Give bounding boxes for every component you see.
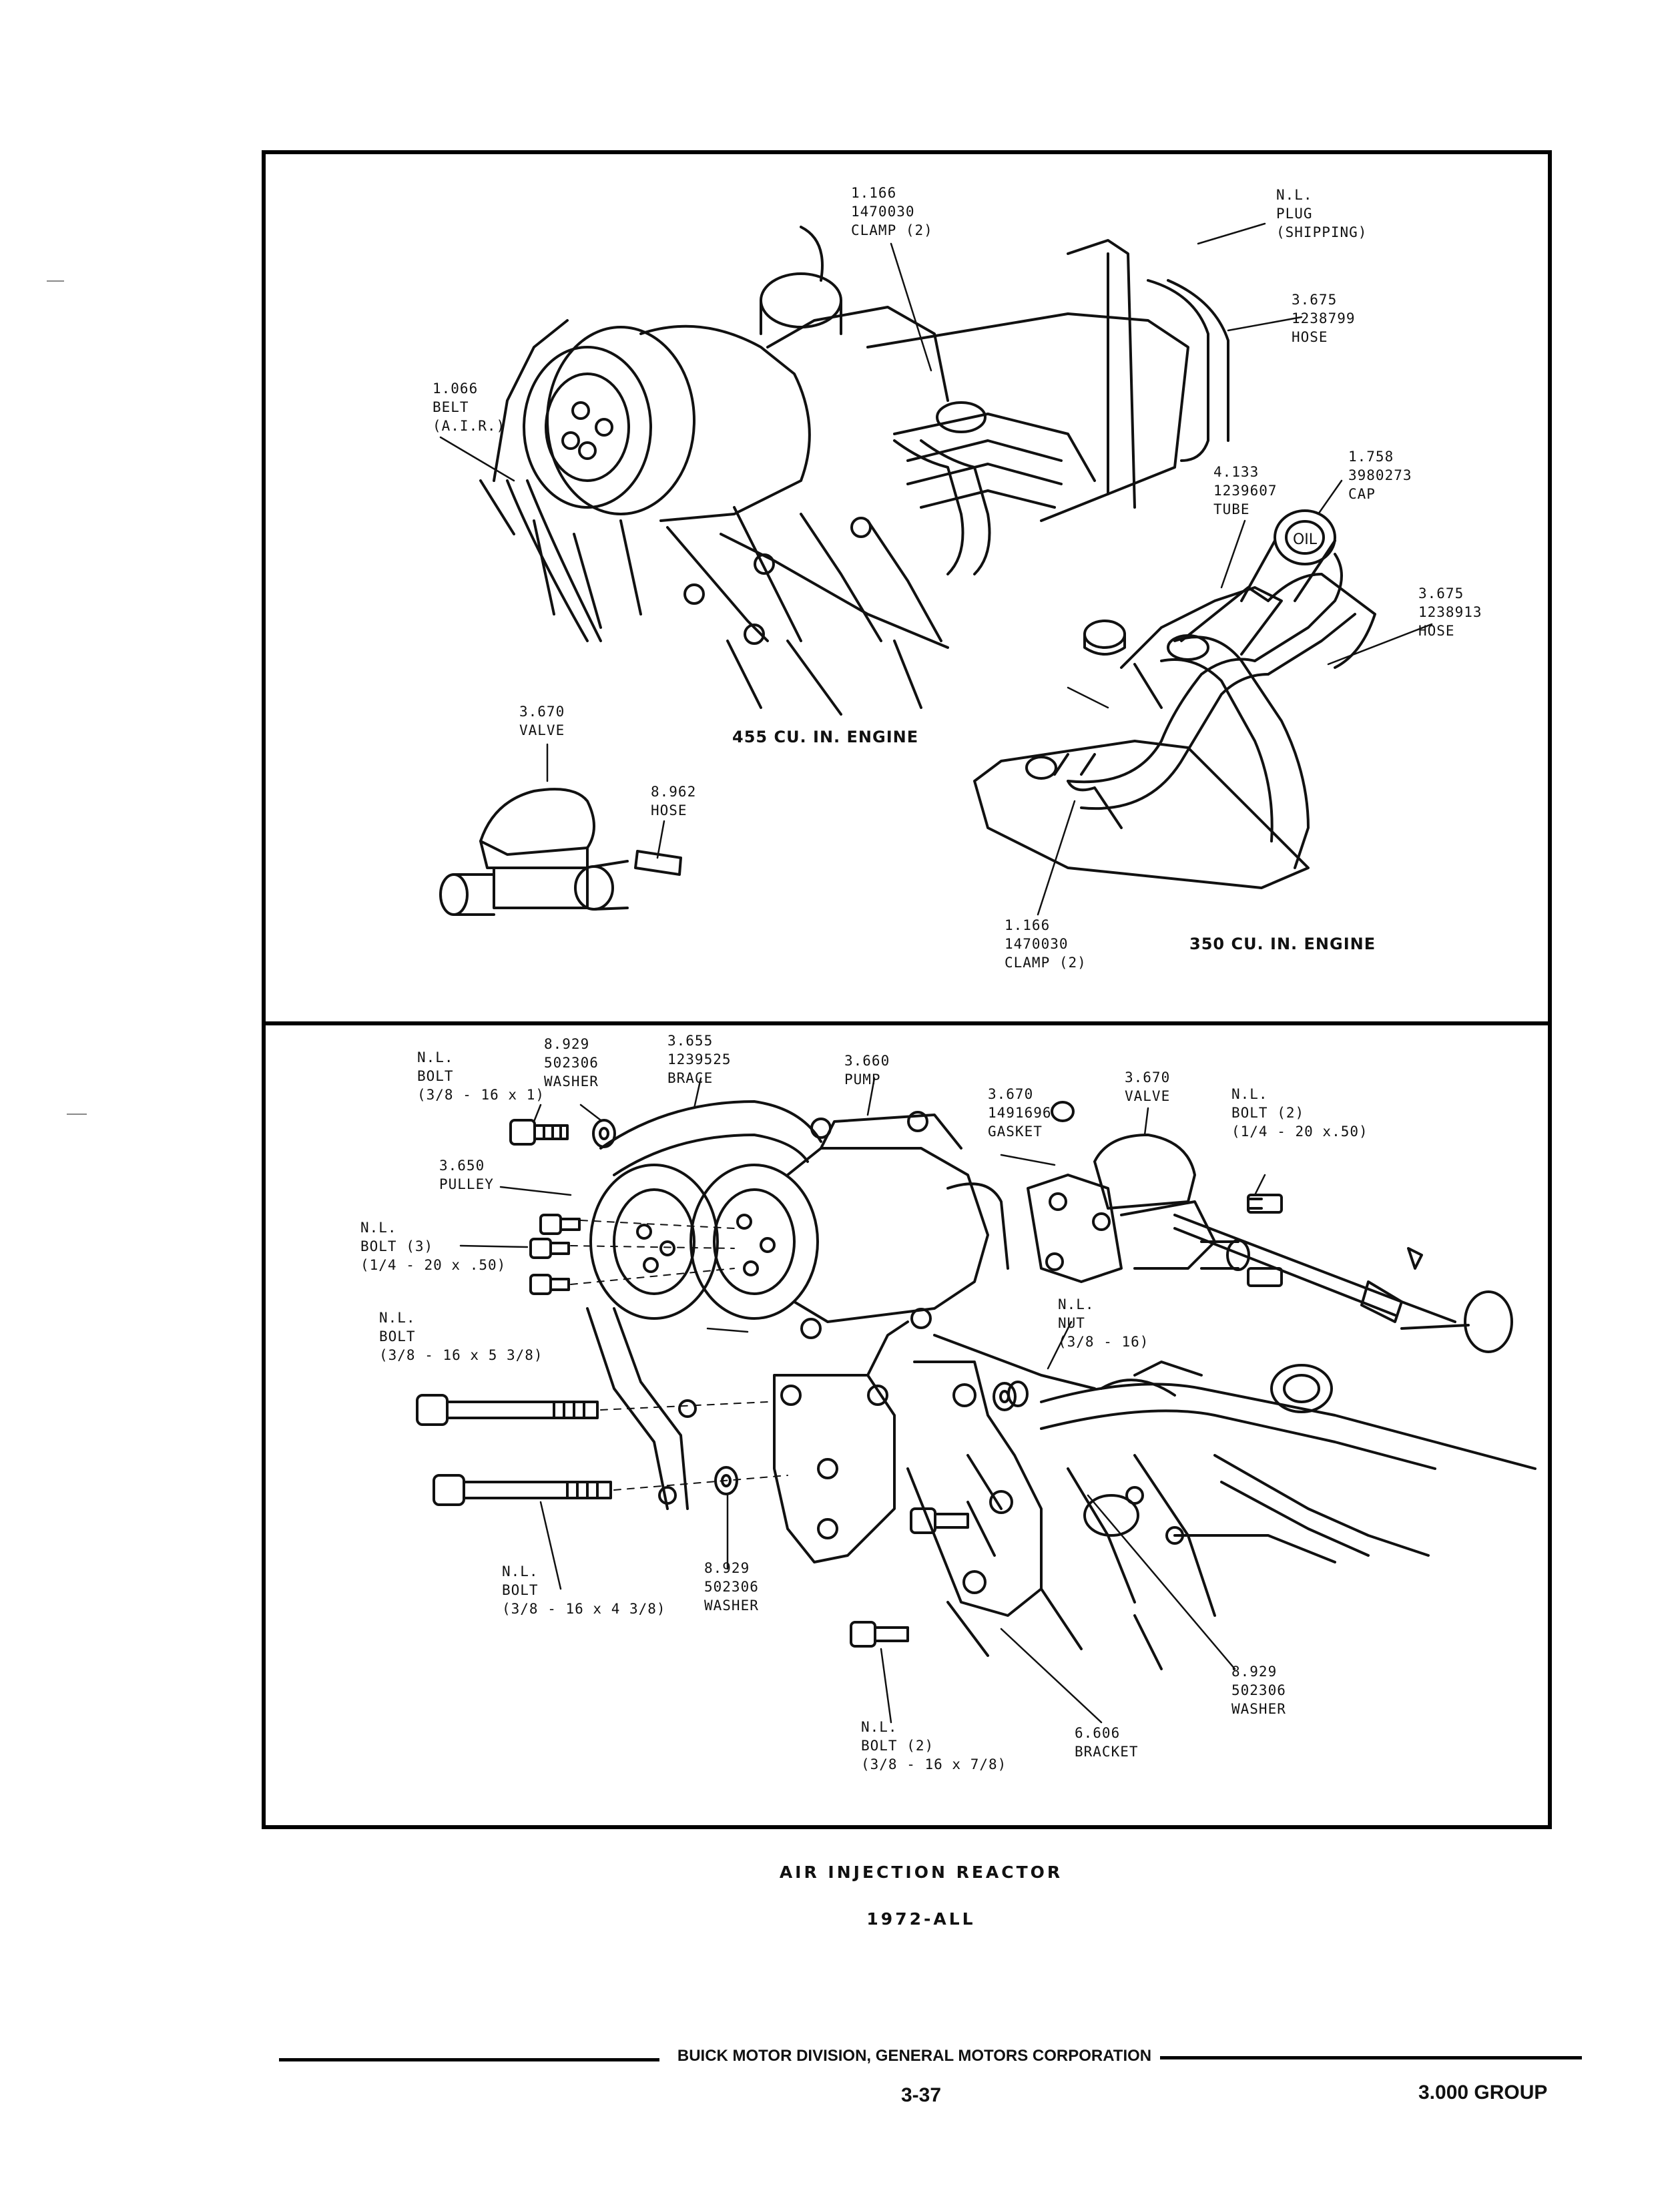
label-bolt-f: N.L.BOLT (2)(3/8 - 16 x 7/8) bbox=[861, 1719, 1007, 1772]
belt-drawing bbox=[506, 479, 602, 642]
label-plug: N.L.PLUG(SHIPPING) bbox=[1276, 187, 1368, 240]
pump-assembly-drawing bbox=[416, 1100, 1536, 1670]
top-leader-lines bbox=[439, 222, 1433, 916]
footer-rule-left bbox=[279, 2058, 659, 2061]
figure-frame bbox=[262, 150, 1552, 1829]
label-bolt-a: N.L.BOLT(3/8 - 16 x 1) bbox=[417, 1049, 545, 1103]
label-bolt-b: N.L.BOLT (2)(1/4 - 20 x.50) bbox=[1231, 1086, 1368, 1140]
label-bolt-c: N.L.BOLT (3)(1/4 - 20 x .50) bbox=[360, 1220, 507, 1273]
engine-455-drawing bbox=[479, 226, 1229, 716]
panel-divider bbox=[262, 1021, 1552, 1025]
footer-rule-right bbox=[1160, 2056, 1582, 2059]
valve-top-drawing bbox=[439, 788, 682, 916]
figure-title: AIR INJECTION REACTOR bbox=[779, 1863, 1063, 1882]
scan-mark bbox=[67, 1114, 87, 1115]
page-number: 3-37 bbox=[900, 2084, 942, 2106]
engine-350-title: 350 CU. IN. ENGINE bbox=[1189, 935, 1376, 953]
bottom-leader-lines bbox=[459, 1077, 1266, 1724]
scan-mark bbox=[47, 280, 64, 282]
group-label: 3.000 GROUP bbox=[1418, 2082, 1548, 2104]
engine-455-title: 455 CU. IN. ENGINE bbox=[732, 728, 919, 746]
svg-text:OIL: OIL bbox=[1293, 531, 1318, 548]
engine-350-drawing bbox=[973, 509, 1376, 889]
label-bolt-e: N.L.BOLT(3/8 - 16 x 4 3/8) bbox=[502, 1563, 666, 1617]
footer-company: BUICK MOTOR DIVISION, GENERAL MOTORS COR… bbox=[677, 2047, 1152, 2065]
label-nut: N.L.NUT(3/8 - 16) bbox=[1058, 1296, 1149, 1350]
figure-subtitle: 1972-ALL bbox=[866, 1909, 976, 1929]
label-bolt-d: N.L.BOLT(3/8 - 16 x 5 3/8) bbox=[379, 1310, 543, 1363]
